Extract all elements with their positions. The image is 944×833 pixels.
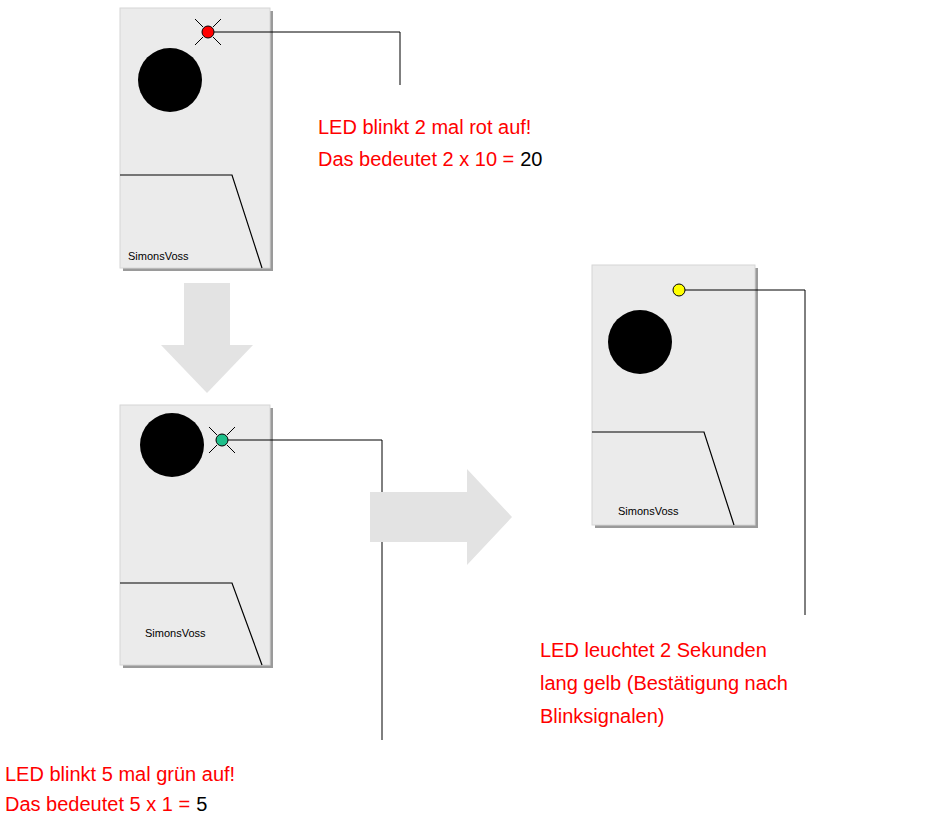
device-card: SimonsVoss: [592, 265, 755, 525]
card-body: [120, 8, 270, 268]
led-yellow: [673, 284, 685, 296]
button: [138, 48, 202, 112]
brand-name: SimonsVoss: [128, 250, 189, 263]
callout-text: Das bedeutet 2 x 10 =: [318, 143, 514, 176]
key-device: [120, 405, 382, 740]
card-contour: [120, 583, 262, 665]
card-contour: [120, 175, 262, 268]
leader-line: [214, 32, 400, 85]
brand-name: SimonsVoss: [145, 627, 206, 640]
device-card: SimonsVoss: [120, 8, 270, 268]
callout-text: LED blinkt 5 mal grün auf!: [5, 759, 235, 789]
led-red: [202, 26, 214, 38]
key-device: [592, 265, 805, 615]
leader-line: [685, 290, 805, 615]
button: [608, 310, 672, 374]
callout-text: Das bedeutet 5 x 1 =: [5, 789, 190, 819]
callout-text: LED blinkt 2 mal rot auf!: [318, 111, 531, 144]
callout-value: 20: [520, 143, 542, 176]
device-card: SimonsVoss: [120, 405, 270, 665]
card-contour: [592, 432, 734, 525]
card-body: [120, 405, 270, 665]
flow-arrow: [161, 283, 253, 393]
callout-text: LED leuchtet 2 Sekunden lang gelb (Bestä…: [540, 634, 802, 733]
brand-name: SimonsVoss: [618, 505, 679, 518]
key-device: [120, 8, 400, 271]
card-body: [592, 265, 755, 525]
button: [140, 413, 204, 477]
callout-value: 5: [196, 789, 207, 819]
led-green: [216, 434, 228, 446]
leader-line: [228, 440, 382, 740]
flow-arrow: [370, 469, 512, 565]
